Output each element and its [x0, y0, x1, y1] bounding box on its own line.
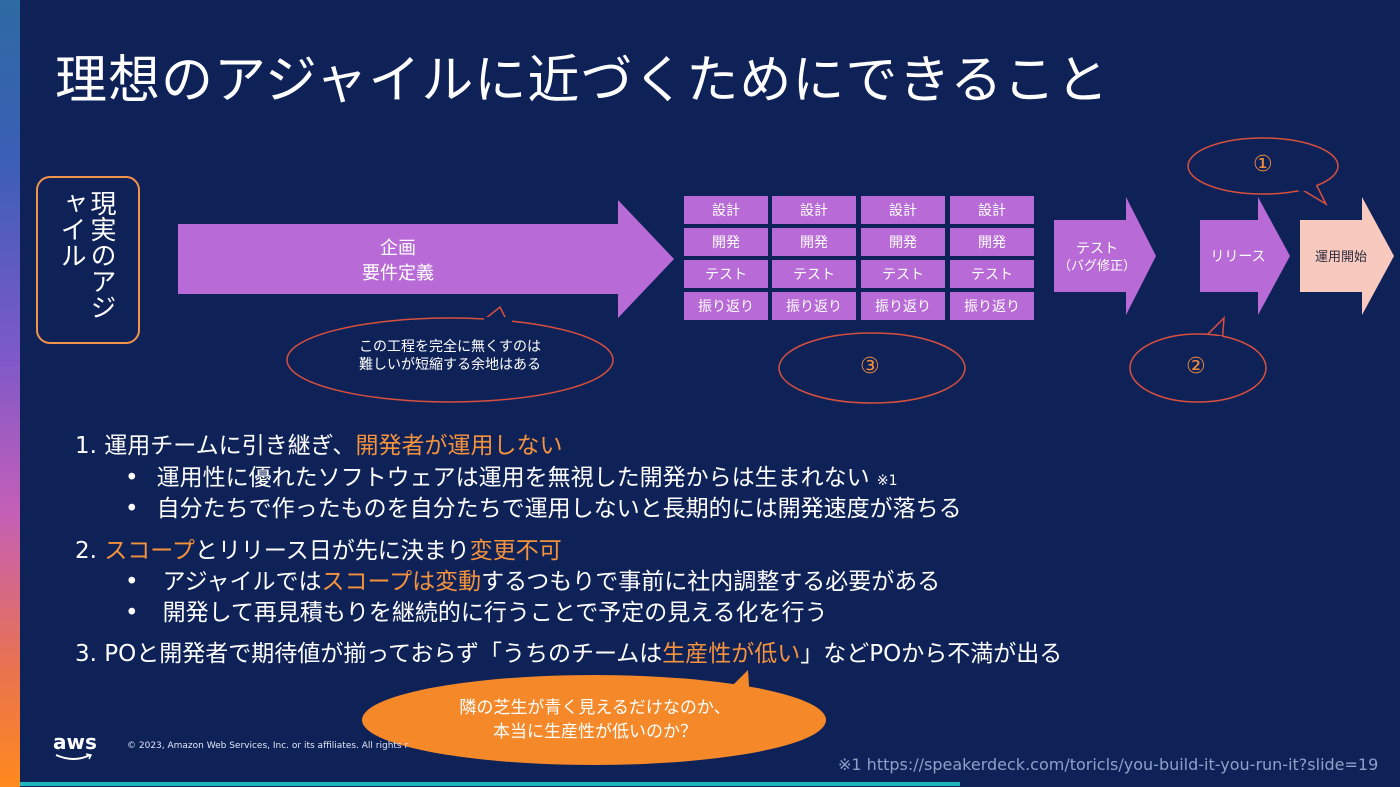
- sprint-cell: 開発: [684, 228, 768, 256]
- sprint-cell: テスト: [861, 260, 945, 288]
- sprint-cell: テスト: [950, 260, 1034, 288]
- marker1-label: ①: [1253, 152, 1273, 177]
- reality-agile-label: 現実のアジャイル: [56, 190, 116, 320]
- bullet-glyph: •: [125, 569, 139, 595]
- bullet-text: 開発して再見積もりを継続的に行うことで予定の見える化を行う: [162, 600, 828, 626]
- list-number: 2.: [75, 538, 97, 564]
- list-item-2: 2. スコープとリリース日が先に決まり変更不可: [75, 535, 562, 568]
- bullet-glyph: •: [125, 496, 139, 522]
- list-highlight: 変更不可: [469, 538, 562, 564]
- sprint-cell: 設計: [684, 196, 768, 224]
- shorten-line2: 難しいが短縮する余地はある: [359, 357, 541, 373]
- list-bullet: • 運用性に優れたソフトウェアは運用を無視した開発からは生まれない ※1: [125, 462, 898, 498]
- shorten-line1: この工程を完全に無くすのは: [359, 339, 541, 355]
- shorten-callout-shape: [286, 305, 614, 403]
- planning-label-line2: 要件定義: [362, 263, 434, 284]
- marker1-callout-shape: [1187, 137, 1339, 206]
- test-label-line2: （バグ修正）: [1058, 259, 1137, 274]
- bullet-highlight: スコープは変動: [321, 569, 482, 595]
- planning-arrow-label: 企画 要件定義: [178, 236, 618, 286]
- copyright-text: © 2023, Amazon Web Services, Inc. or its…: [127, 741, 409, 751]
- release-arrow-shape: [1200, 197, 1290, 315]
- test-label-line1: テスト: [1076, 241, 1118, 257]
- aws-logo: aws: [53, 730, 97, 754]
- list-highlight: 開発者が運用しない: [355, 433, 563, 459]
- list-bullet: • 開発して再見積もりを継続的に行うことで予定の見える化を行う: [125, 597, 828, 630]
- list-highlight: 生産性が低い: [662, 641, 801, 667]
- planning-label-line1: 企画: [380, 238, 416, 259]
- sprint-cell: 振り返り: [950, 292, 1034, 320]
- bullet-text: アジャイルでは: [162, 569, 322, 595]
- sprint-cell: 振り返り: [861, 292, 945, 320]
- sprint-cell: 開発: [772, 228, 856, 256]
- list-bullet: • 自分たちで作ったものを自分たちで運用しないと長期的には開発速度が落ちる: [125, 493, 962, 526]
- bubble-line2: 本当に生産性が低いのか？: [493, 722, 697, 742]
- list-number: 3.: [75, 641, 97, 667]
- left-gradient-bar: [0, 0, 20, 787]
- productivity-bubble-shape: [362, 670, 826, 765]
- marker2-callout-shape: [1129, 316, 1267, 403]
- sprint-cell: 振り返り: [684, 292, 768, 320]
- bottom-accent-line: [20, 782, 960, 786]
- aws-smile-icon: [55, 753, 93, 760]
- test-arrow-label: テスト （バグ修正）: [1058, 240, 1136, 276]
- sprint-cell: 設計: [950, 196, 1034, 224]
- productivity-bubble-text: 隣の芝生が青く見えるだけなのか、 本当に生産性が低いのか？: [395, 696, 795, 744]
- bullet-text: するつもりで事前に社内調整する必要がある: [481, 569, 941, 595]
- sprint-cell: 開発: [950, 228, 1034, 256]
- bubble-line1: 隣の芝生が青く見えるだけなのか、: [459, 698, 731, 718]
- list-text: 運用チームに引き継ぎ、: [104, 433, 356, 459]
- release-arrow-label: リリース: [1210, 249, 1266, 265]
- operation-arrow-shape: [1300, 197, 1394, 315]
- source-link[interactable]: ※1 https://speakerdeck.com/toricls/you-b…: [838, 755, 1379, 774]
- reality-agile-box: 現実のアジャイル: [36, 176, 140, 344]
- sprint-cell: 開発: [861, 228, 945, 256]
- sprint-cell: テスト: [684, 260, 768, 288]
- marker3-label: ③: [860, 354, 880, 379]
- planning-arrow-shape: [178, 200, 674, 318]
- footnote-marker: ※1: [876, 473, 898, 489]
- marker3-ellipse: [778, 332, 966, 404]
- marker2-label: ②: [1186, 354, 1206, 379]
- operation-arrow-label: 運用開始: [1314, 250, 1367, 265]
- bullet-text: 運用性に優れたソフトウェアは運用を無視した開発からは生まれない: [156, 465, 870, 491]
- bullet-glyph: •: [125, 465, 139, 491]
- list-text: とリリース日が先に決まり: [194, 538, 470, 564]
- bullet-glyph: •: [125, 600, 139, 626]
- sprint-cell: テスト: [772, 260, 856, 288]
- list-item-3: 3. POと開発者で期待値が揃っておらず「うちのチームは生産性が低い」などPOか…: [75, 638, 1062, 671]
- test-arrow-shape: [1054, 197, 1156, 315]
- list-item-1: 1. 運用チームに引き継ぎ、開発者が運用しない: [75, 430, 562, 463]
- shorten-callout-text: この工程を完全に無くすのは 難しいが短縮する余地はある: [320, 338, 580, 374]
- sprint-cell: 設計: [861, 196, 945, 224]
- list-bullet: • アジャイルではスコープは変動するつもりで事前に社内調整する必要がある: [125, 566, 940, 599]
- sprint-cell: 振り返り: [772, 292, 856, 320]
- list-highlight: スコープ: [104, 538, 195, 564]
- bullet-text: 自分たちで作ったものを自分たちで運用しないと長期的には開発速度が落ちる: [156, 496, 962, 522]
- slide-title: 理想のアジャイルに近づくためにできること: [55, 51, 1110, 111]
- list-text: POと開発者で期待値が揃っておらず「うちのチームは: [104, 641, 663, 667]
- sprint-cell: 設計: [772, 196, 856, 224]
- list-number: 1.: [75, 433, 97, 459]
- list-text: 」などPOから不満が出る: [800, 641, 1063, 667]
